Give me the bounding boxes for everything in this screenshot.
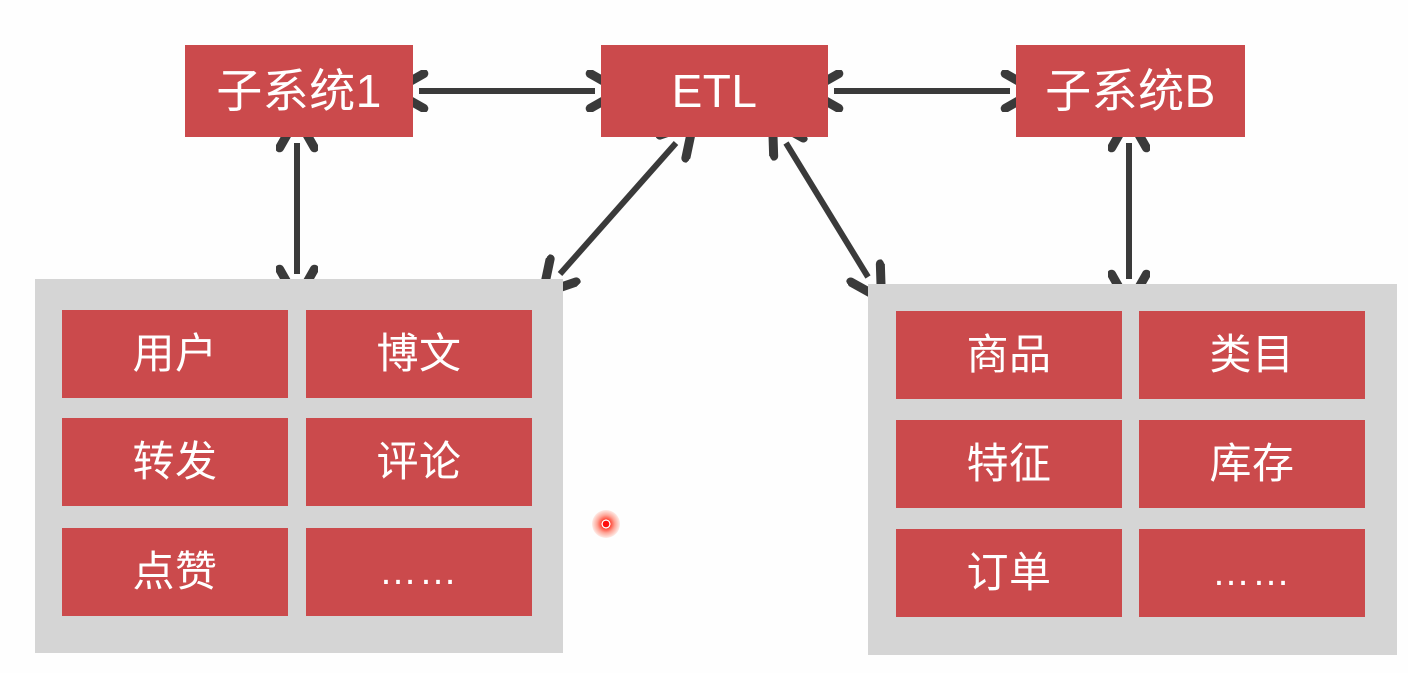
left-cell-user[interactable]: 用户 — [62, 310, 288, 398]
connector-etl-rightgroup — [786, 143, 868, 277]
right-cell-product[interactable]: 商品 — [896, 311, 1122, 399]
click-marker-icon — [592, 510, 620, 538]
right-cell-more[interactable]: …… — [1139, 529, 1365, 617]
left-cell-repost[interactable]: 转发 — [62, 418, 288, 506]
left-cell-comment[interactable]: 评论 — [306, 418, 532, 506]
right-cell-inventory[interactable]: 库存 — [1139, 420, 1365, 508]
left-cell-more[interactable]: …… — [306, 528, 532, 616]
right-cell-order[interactable]: 订单 — [896, 529, 1122, 617]
left-cell-post[interactable]: 博文 — [306, 310, 532, 398]
node-subsystem-b[interactable]: 子系统B — [1016, 45, 1245, 137]
right-cell-feature[interactable]: 特征 — [896, 420, 1122, 508]
left-cell-like[interactable]: 点赞 — [62, 528, 288, 616]
connector-etl-leftgroup — [560, 143, 676, 274]
node-etl[interactable]: ETL — [601, 45, 828, 137]
node-subsystem-1[interactable]: 子系统1 — [185, 45, 413, 137]
right-cell-category[interactable]: 类目 — [1139, 311, 1365, 399]
